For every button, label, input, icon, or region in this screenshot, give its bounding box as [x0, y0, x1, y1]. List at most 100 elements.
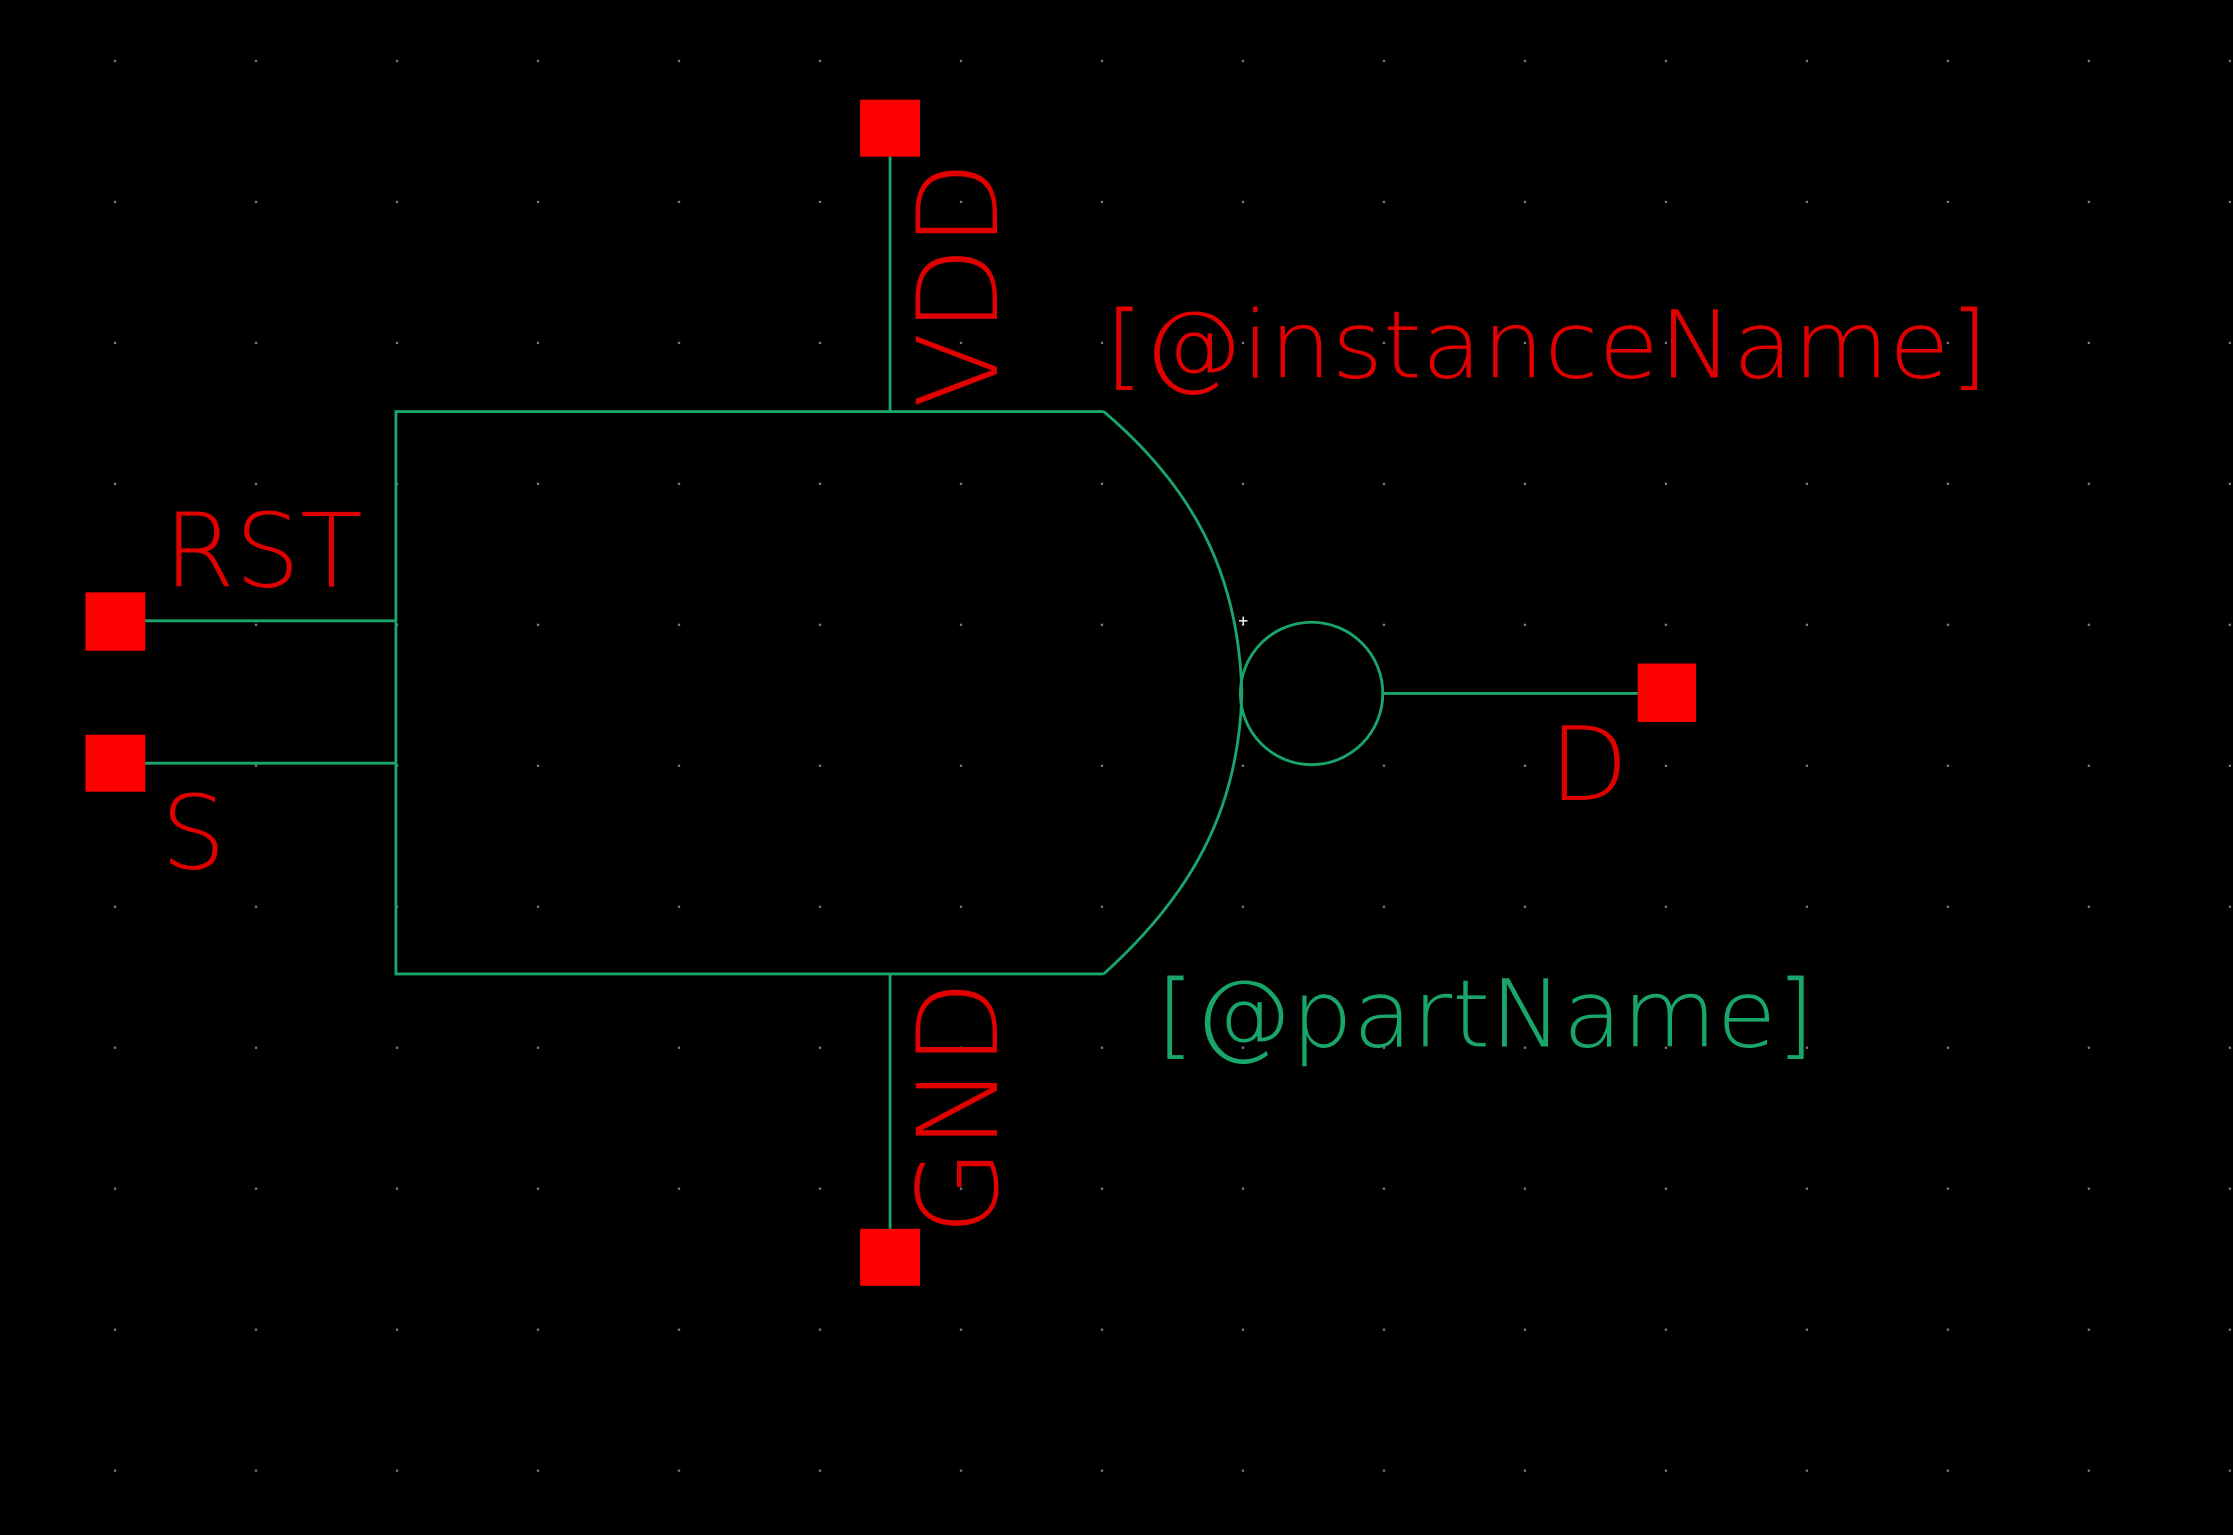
- grid-dot: [1382, 623, 1386, 626]
- grid-dot: [677, 1187, 681, 1190]
- grid-dot: [1523, 59, 1527, 63]
- grid-dot: [2087, 1046, 2091, 1049]
- grid-dot: [1100, 200, 1104, 204]
- grid-dot: [1805, 59, 1809, 63]
- grid-dot: [1382, 341, 1386, 345]
- grid-dot: [1946, 764, 1950, 767]
- grid-dot: [1241, 482, 1245, 485]
- grid-dot: [1664, 59, 1668, 63]
- grid-dot: [1664, 1187, 1668, 1190]
- grid-dot: [1100, 1187, 1104, 1190]
- pin-label-s: S: [161, 775, 226, 894]
- grid-dot: [395, 341, 399, 345]
- pin-vdd[interactable]: [860, 99, 920, 157]
- grid-dot: [959, 1046, 963, 1049]
- grid-dot: [254, 1046, 258, 1049]
- grid-dot: [1100, 1469, 1104, 1472]
- grid-dot: [254, 482, 258, 485]
- grid-dot: [1523, 1187, 1527, 1190]
- grid-dot: [1382, 482, 1386, 485]
- grid-dot: [677, 764, 681, 767]
- grid-dot: [113, 482, 117, 485]
- grid-dot: [1664, 623, 1668, 626]
- grid-dot: [2087, 1328, 2091, 1331]
- grid-dot: [677, 905, 681, 908]
- grid-dot: [959, 200, 963, 204]
- pin-d[interactable]: [1637, 663, 1697, 722]
- grid-dot: [2087, 623, 2091, 626]
- grid-dot: [2228, 905, 2232, 908]
- grid-dot: [1946, 1328, 1950, 1331]
- grid-dot: [395, 1046, 399, 1049]
- grid-dot: [1523, 1469, 1527, 1472]
- grid-dot: [677, 1328, 681, 1331]
- grid-dot: [1241, 1328, 1245, 1331]
- pin-label-rst: RST: [164, 493, 363, 612]
- grid-dot: [1664, 482, 1668, 485]
- pin-rst[interactable]: [85, 592, 146, 651]
- grid-dot: [2087, 905, 2091, 908]
- grid-dot: [818, 59, 822, 63]
- grid-dot: [1523, 1328, 1527, 1331]
- grid-dot: [2228, 341, 2232, 345]
- pin-gnd[interactable]: [860, 1228, 920, 1286]
- grid-dot: [818, 482, 822, 485]
- grid-dot: [536, 623, 540, 626]
- grid-dot: [1382, 200, 1386, 204]
- background-grid: [113, 59, 2232, 1472]
- grid-dot: [536, 1046, 540, 1049]
- grid-dot: [536, 764, 540, 767]
- grid-dot: [1523, 482, 1527, 485]
- grid-dot: [677, 59, 681, 63]
- grid-dot: [1946, 905, 1950, 908]
- grid-dot: [2087, 764, 2091, 767]
- grid-dot: [536, 1328, 540, 1331]
- grid-dot: [254, 1469, 258, 1472]
- grid-dot: [2228, 200, 2232, 204]
- grid-dot: [959, 623, 963, 626]
- grid-dot: [536, 59, 540, 63]
- grid-dot: [1946, 59, 1950, 63]
- grid-dot: [1100, 1046, 1104, 1049]
- grid-dot: [536, 1469, 540, 1472]
- grid-dot: [1382, 1187, 1386, 1190]
- pin-label-d: D: [1549, 706, 1628, 825]
- grid-dot: [1664, 1469, 1668, 1472]
- grid-dot: [1382, 59, 1386, 63]
- gate-body-outline: [394, 410, 1104, 976]
- gate-symbol[interactable]: [143, 156, 1638, 1229]
- grid-dot: [677, 341, 681, 345]
- grid-dot: [1523, 1046, 1527, 1049]
- grid-dot: [1523, 764, 1527, 767]
- instance-name-label[interactable]: [@instanceName]: [1105, 291, 1988, 400]
- grid-dot: [2228, 764, 2232, 767]
- grid-dot: [959, 1469, 963, 1472]
- pin-label-gnd: GND: [895, 980, 1024, 1235]
- grid-dot: [818, 764, 822, 767]
- grid-dot: [1946, 1187, 1950, 1190]
- grid-dot: [818, 1046, 822, 1049]
- grid-dot: [959, 482, 963, 485]
- grid-dot: [1100, 59, 1104, 63]
- pin-s[interactable]: [85, 734, 146, 792]
- grid-dot: [818, 1328, 822, 1331]
- grid-dot: [2228, 59, 2232, 63]
- grid-dot: [113, 59, 117, 63]
- grid-dot: [536, 482, 540, 485]
- grid-dot: [2228, 1328, 2232, 1331]
- grid-dot: [113, 1046, 117, 1049]
- grid-dot: [677, 623, 681, 626]
- grid-dot: [1100, 1328, 1104, 1331]
- part-name-label[interactable]: [@partName]: [1156, 961, 1814, 1070]
- grid-dot: [395, 1328, 399, 1331]
- grid-dot: [113, 1328, 117, 1331]
- grid-dot: [1241, 905, 1245, 908]
- grid-dot: [2087, 1187, 2091, 1190]
- grid-dot: [395, 1187, 399, 1190]
- grid-dot: [2087, 341, 2091, 345]
- grid-dot: [1241, 764, 1245, 767]
- grid-dot: [254, 764, 258, 767]
- grid-dot: [1664, 1328, 1668, 1331]
